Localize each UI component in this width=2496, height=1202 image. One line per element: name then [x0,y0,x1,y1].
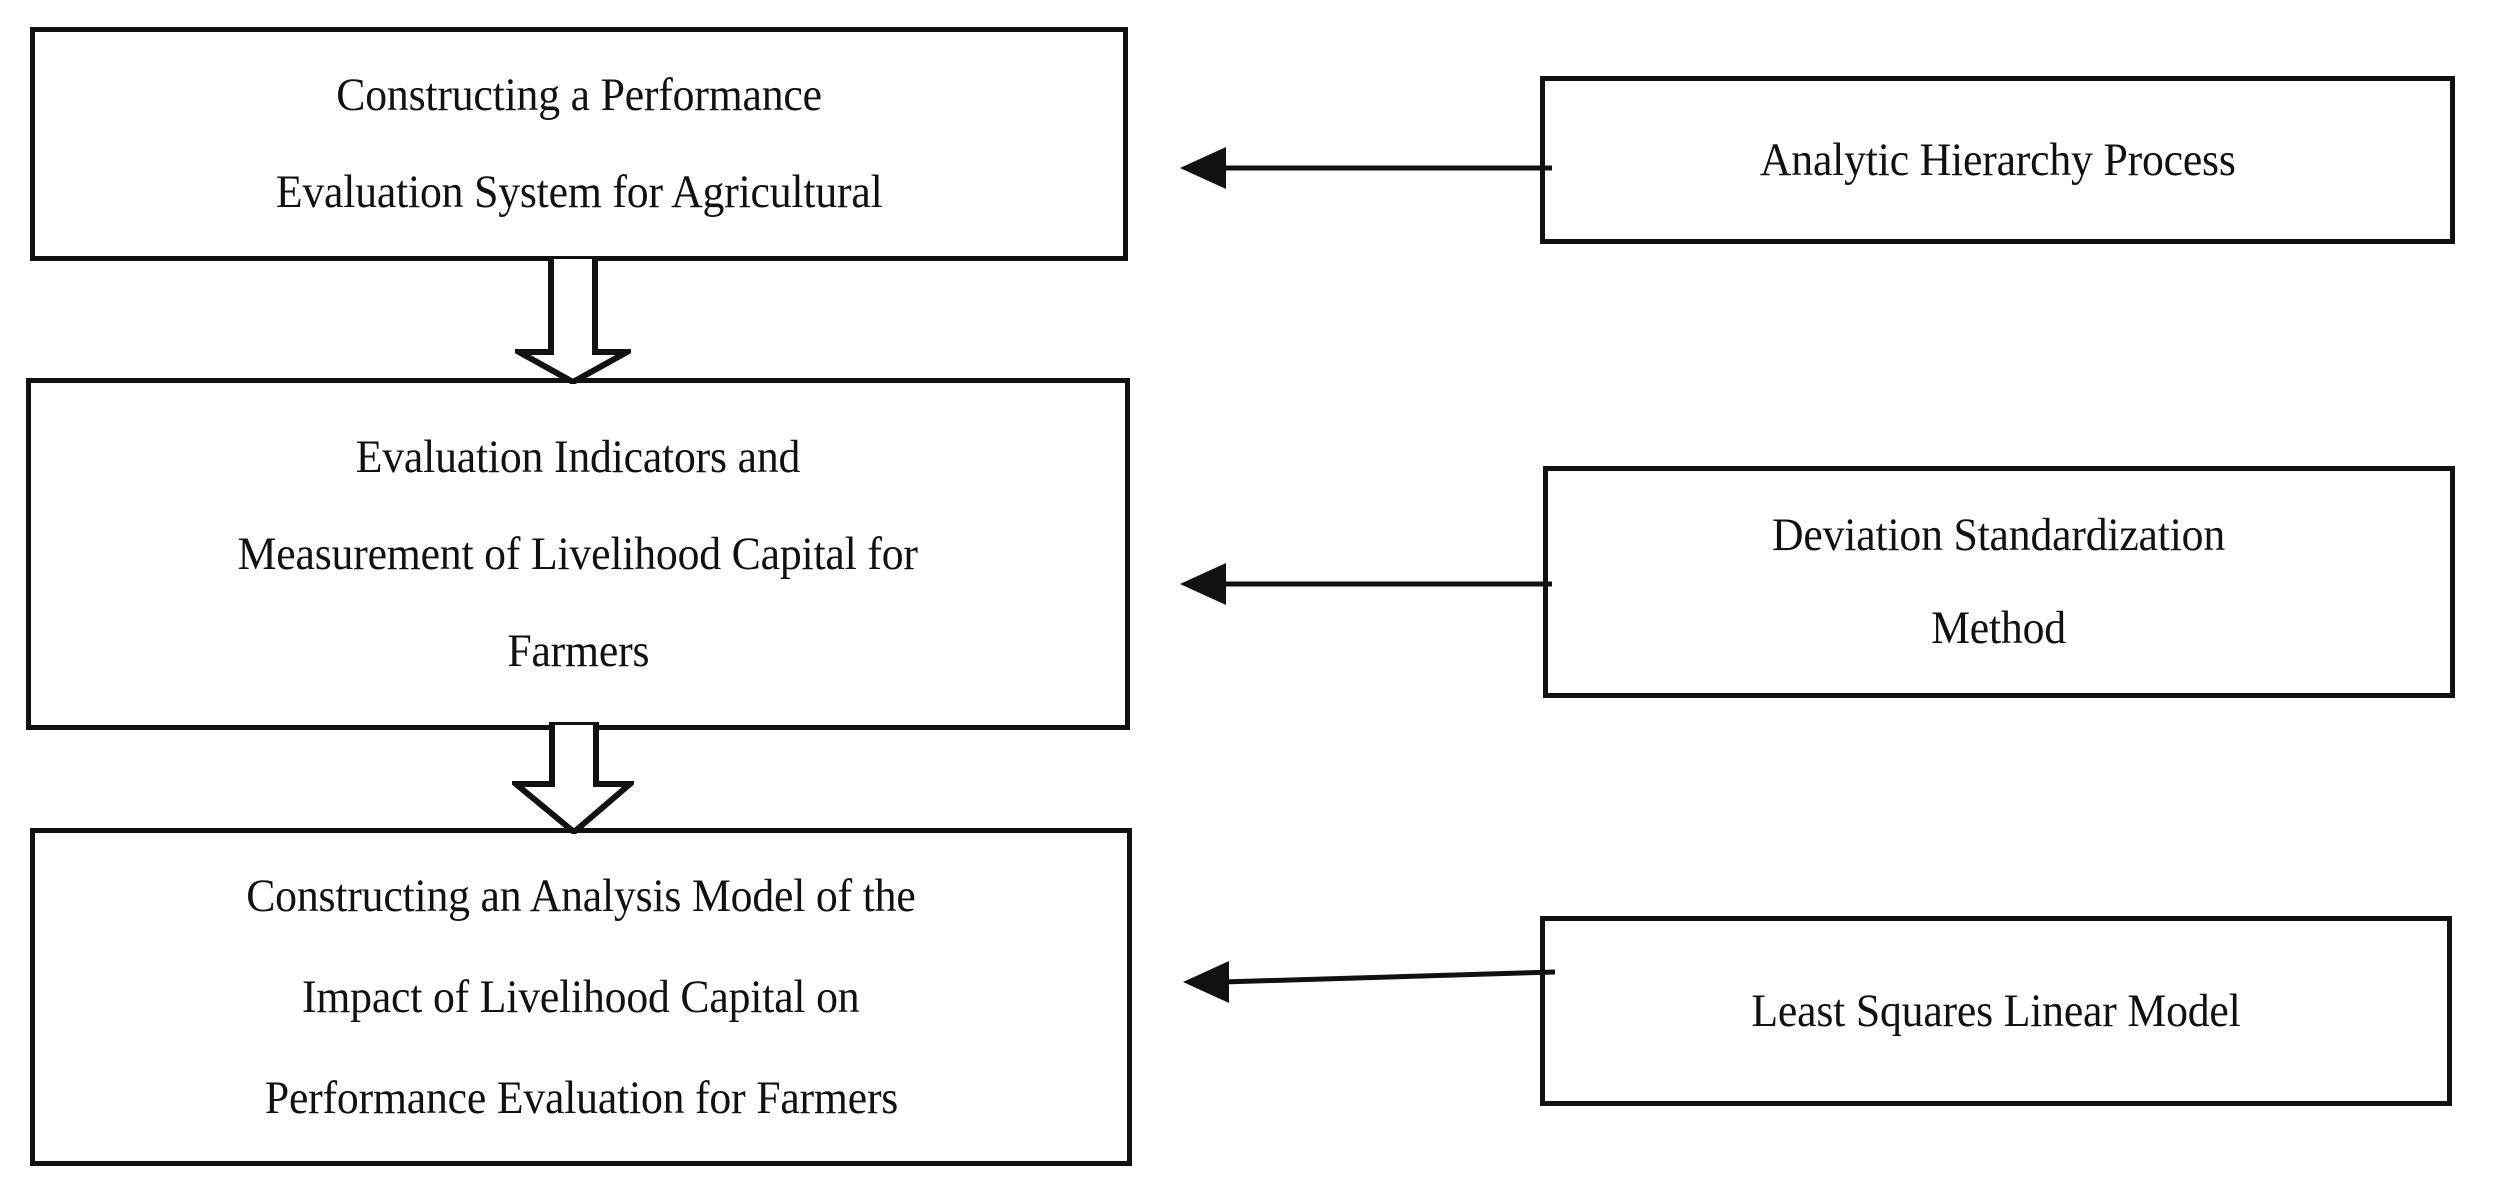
box-deviation-standardization-method-line-1: Deviation Standardization [1772,509,2226,561]
down-block-arrow-icon-1 [515,256,631,384]
left-arrow-icon-least-squares [1183,952,1555,1010]
box-analysis-model-line-2: Impact of Livelihood Capital on [302,970,860,1023]
box-analysis-model-line-1: Constructing an Analysis Model of the [246,869,916,922]
box-analytic-hierarchy-process-line-1: Analytic Hierarchy Process [1759,133,2236,186]
box-analysis-model[interactable]: Constructing an Analysis Model of the Im… [30,828,1132,1166]
box-least-squares-linear-model[interactable]: Least Squares Linear Model [1540,916,2452,1106]
box-deviation-standardization-method[interactable]: Deviation Standardization Method [1543,466,2455,698]
left-arrow-icon-deviation [1180,556,1552,614]
box-construct-system-line-1: Constructing a Performance [336,69,822,121]
box-analytic-hierarchy-process[interactable]: Analytic Hierarchy Process [1540,76,2455,244]
box-evaluation-indicators-line-2: Measurement of Livelihood Capital for [237,527,919,580]
box-construct-system[interactable]: Constructing a Performance Evaluation Sy… [30,27,1128,261]
box-evaluation-indicators-line-1: Evaluation Indicators and [355,430,801,483]
left-arrow-icon-ahp [1180,140,1552,198]
down-block-arrow-icon-2 [512,722,634,834]
box-evaluation-indicators[interactable]: Evaluation Indicators and Measurement of… [26,378,1130,730]
box-evaluation-indicators-line-3: Farmers [507,624,649,677]
box-deviation-standardization-method-line-2: Method [1931,602,2067,654]
box-least-squares-linear-model-line-1: Least Squares Linear Model [1751,984,2241,1037]
box-construct-system-line-2: Evaluation System for Agricultural [275,166,883,218]
box-analysis-model-line-3: Performance Evaluation for Farmers [264,1071,898,1124]
